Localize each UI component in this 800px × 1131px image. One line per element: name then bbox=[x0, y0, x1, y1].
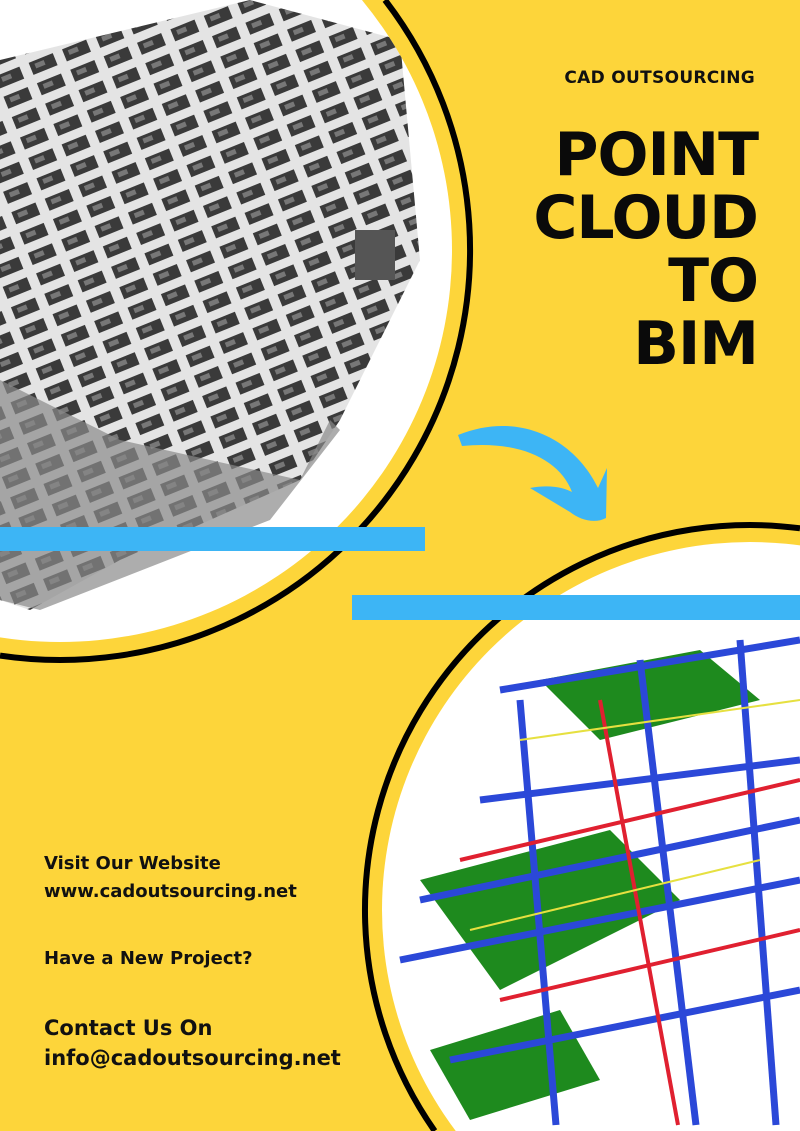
website-block: Visit Our Website www.cadoutsourcing.net bbox=[44, 850, 297, 906]
top-circle-outline bbox=[0, 0, 474, 663]
poster-title: POINT CLOUD TO BIM bbox=[533, 120, 759, 379]
title-line: TO bbox=[668, 246, 759, 316]
project-prompt: Have a New Project? bbox=[44, 948, 253, 969]
point-cloud-image bbox=[0, 0, 452, 642]
visit-label: Visit Our Website bbox=[44, 853, 221, 874]
blue-accent-bar-bottom bbox=[352, 595, 800, 620]
title-line: CLOUD bbox=[533, 183, 759, 253]
email-link[interactable]: info@cadoutsourcing.net bbox=[44, 1046, 341, 1070]
contact-block: Contact Us On info@cadoutsourcing.net bbox=[44, 1013, 341, 1073]
bim-model-image bbox=[382, 542, 800, 1131]
blue-accent-bar-top bbox=[0, 527, 425, 551]
company-kicker: CAD OUTSOURCING bbox=[564, 68, 755, 88]
website-link[interactable]: www.cadoutsourcing.net bbox=[44, 881, 297, 902]
curved-arrow-icon bbox=[458, 425, 607, 521]
bottom-circle-outline bbox=[362, 522, 800, 1131]
title-line: BIM bbox=[633, 309, 759, 379]
contact-label: Contact Us On bbox=[44, 1016, 213, 1040]
title-line: POINT bbox=[554, 120, 759, 190]
